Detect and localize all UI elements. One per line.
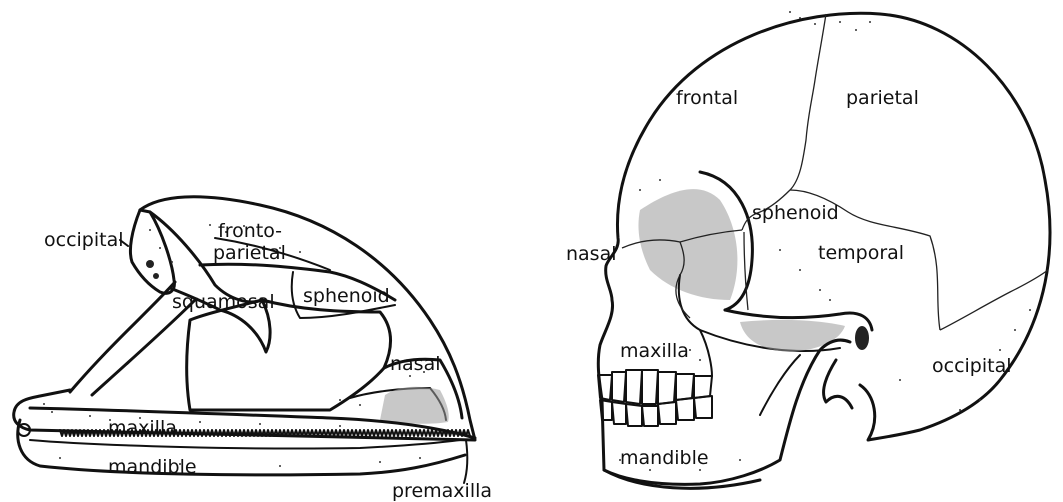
tooth: [626, 370, 642, 404]
frog-label-mandible: mandible: [108, 456, 197, 478]
tooth: [612, 372, 626, 402]
frog-mandible-inner: [30, 440, 460, 449]
frog-occipital-condyle: [153, 273, 159, 279]
tooth: [658, 372, 676, 404]
frog-label-squamosal: squamosal: [172, 291, 275, 313]
tooth: [676, 398, 694, 420]
tooth: [642, 406, 658, 426]
frog-label-occipital: occipital: [44, 229, 124, 251]
human-label-sphenoid: sphenoid: [752, 202, 839, 224]
frog-label-premaxilla: premaxilla: [392, 480, 492, 502]
frog-occipital-foramen: [146, 260, 154, 268]
frog-occipital-bone: [130, 210, 174, 293]
frog-label-fronto: fronto-: [218, 220, 282, 242]
frog-nasal-capsule: [380, 387, 449, 424]
tooth: [612, 402, 626, 424]
frog-label-sphenoid: sphenoid: [303, 285, 390, 307]
human-label-temporal: temporal: [818, 242, 904, 264]
human-orbit-shade: [638, 189, 737, 300]
frog-premaxilla-pointer: [464, 440, 467, 483]
tooth: [626, 404, 642, 426]
tooth: [694, 376, 712, 398]
human-label-occipital: occipital: [932, 355, 1012, 377]
tooth: [694, 396, 712, 418]
suture-sphenoid: [744, 232, 748, 310]
frog-label-maxilla: maxilla: [108, 417, 177, 439]
human-label-frontal: frontal: [676, 87, 738, 109]
suture-lambdoid: [940, 270, 1048, 330]
frog-skull: occipital fronto- parietal squamosal sph…: [14, 197, 492, 502]
human-label-mandible: mandible: [620, 447, 709, 469]
human-mastoid: [824, 360, 852, 408]
frog-label-parietal: parietal: [213, 242, 286, 264]
frog-label-nasal: nasal: [390, 353, 441, 375]
frog-orbit: [187, 300, 391, 410]
human-label-parietal: parietal: [846, 87, 919, 109]
human-label-nasal: nasal: [566, 243, 617, 265]
frog-squamosal-strut: [70, 282, 175, 392]
tooth: [676, 374, 694, 400]
human-ear-canal: [855, 326, 869, 350]
tooth: [642, 370, 658, 404]
human-label-maxilla: maxilla: [620, 340, 689, 362]
tooth: [658, 402, 676, 424]
suture-coronal: [742, 14, 826, 230]
human-skull: frontal parietal sphenoid temporal nasal…: [566, 11, 1050, 488]
human-teeth: [598, 370, 712, 426]
